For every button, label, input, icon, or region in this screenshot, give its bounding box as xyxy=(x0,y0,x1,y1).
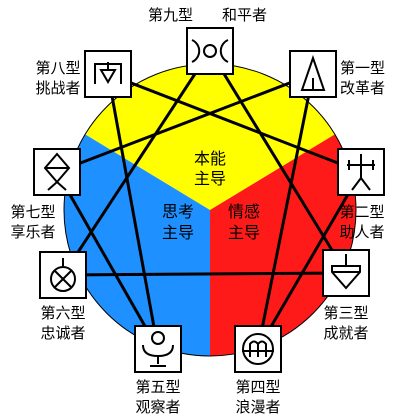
type-4-node xyxy=(234,325,282,373)
connection-lines xyxy=(55,50,363,350)
type-7-label-num: 第七型 xyxy=(10,203,55,221)
head-line2: 主导 xyxy=(162,223,194,242)
type-7-label-name: 享乐者 xyxy=(10,223,55,241)
type-3-label-num: 第三型 xyxy=(323,304,368,322)
type-6-label-num: 第六型 xyxy=(40,304,85,322)
type-5-node xyxy=(134,325,182,373)
type-6-label-name: 忠诚者 xyxy=(40,324,85,342)
spinning-top-icon xyxy=(331,254,361,290)
connection-line-5-7 xyxy=(55,171,160,350)
instinct-line2: 主导 xyxy=(194,169,226,188)
heart-line2: 主导 xyxy=(228,223,260,242)
instinct-center-sector xyxy=(85,64,335,210)
type-8-label-num: 第八型 xyxy=(35,59,80,77)
type-1-label-name: 改革者 xyxy=(340,79,385,97)
type-1-label-num: 第一型 xyxy=(340,59,385,77)
heart-center-sector xyxy=(210,134,356,356)
arms-up-figure-icon xyxy=(142,331,174,367)
type-2-label-name: 助人者 xyxy=(339,223,384,241)
center-label-heart: 情感 主导 xyxy=(228,202,260,242)
type-2-node xyxy=(337,148,385,196)
type-9-label-name: 和平者 xyxy=(222,6,267,24)
type-2-label-num: 第二型 xyxy=(339,203,384,221)
instinct-line1: 本能 xyxy=(194,149,226,168)
connection-line-4-2 xyxy=(256,171,363,350)
type-5-label-name: 观察者 xyxy=(135,398,180,416)
connection-line-3-6 xyxy=(62,271,347,277)
type-7-node xyxy=(33,148,81,196)
connection-line-2-8 xyxy=(107,72,362,174)
head-line1: 思考 xyxy=(162,202,194,221)
connection-line-6-9 xyxy=(61,50,212,276)
encircled-m-icon xyxy=(242,333,274,365)
type-9-label-num: 第九型 xyxy=(148,6,193,24)
type-4-label-name: 浪漫者 xyxy=(235,398,280,416)
type-8-label-name: 挑战者 xyxy=(35,79,80,97)
type-1-node xyxy=(289,50,337,98)
diamond-x-icon xyxy=(43,152,71,191)
type-5-label-num: 第五型 xyxy=(135,378,180,396)
type-3-node xyxy=(322,249,370,297)
type-4-label-num: 第四型 xyxy=(235,378,280,396)
type-3-label-name: 成就者 xyxy=(323,324,368,342)
cone-icon xyxy=(300,54,326,91)
connection-line-7-1 xyxy=(56,72,314,174)
cross-figure-icon xyxy=(347,154,375,191)
head-center-sector xyxy=(64,134,210,356)
house-arrow-icon xyxy=(94,62,122,84)
type-9-node xyxy=(186,27,234,75)
double-crescent-icon xyxy=(191,39,229,63)
heart-line1: 情感 xyxy=(228,202,260,221)
connection-line-1-4 xyxy=(256,73,315,350)
type-8-node xyxy=(84,50,132,98)
circle-x-icon xyxy=(50,258,76,292)
connection-line-8-5 xyxy=(106,73,160,350)
center-label-head: 思考 主导 xyxy=(162,202,194,242)
center-label-instinct: 本能 主导 xyxy=(194,149,226,188)
type-6-node xyxy=(39,251,87,299)
